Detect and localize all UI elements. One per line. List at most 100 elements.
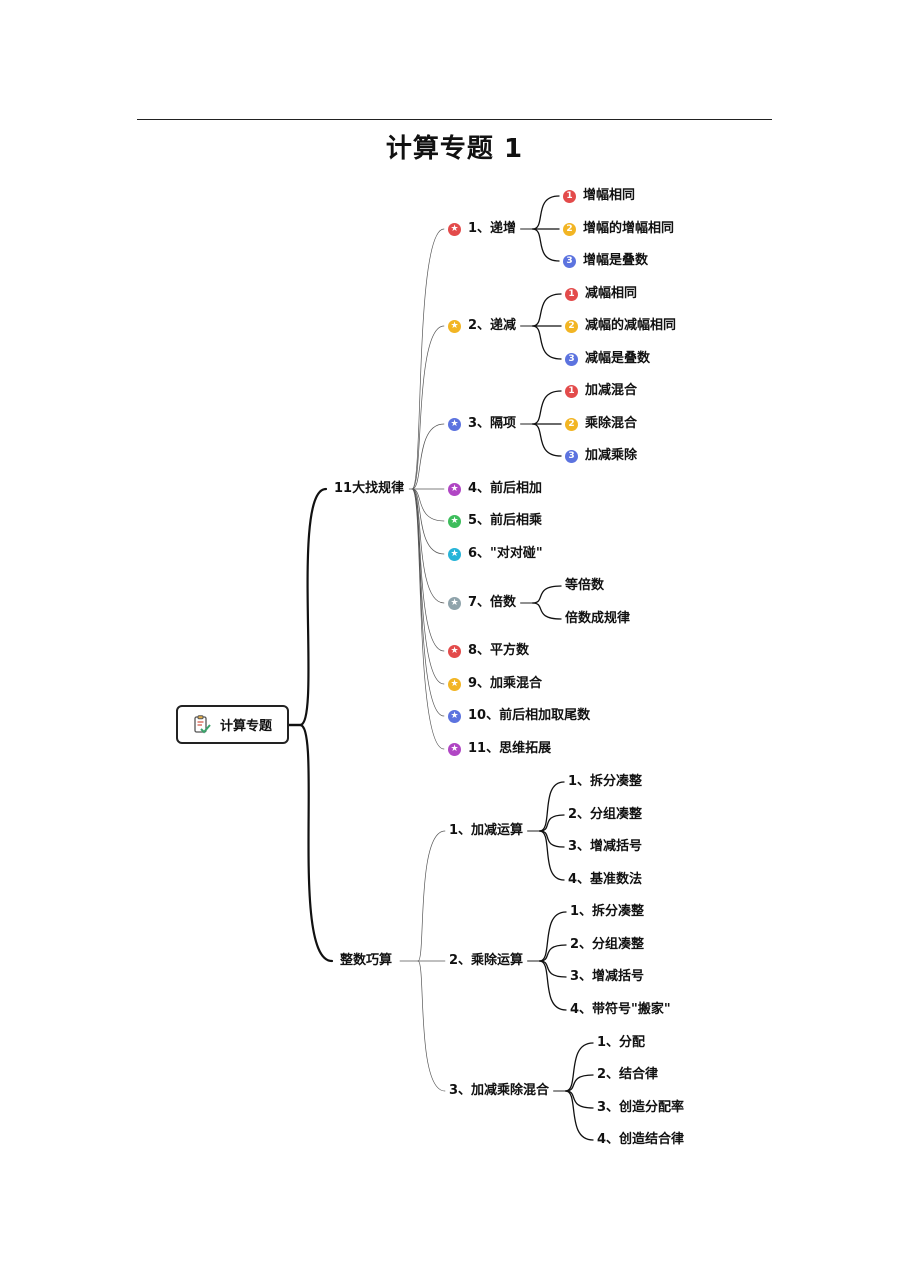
leaf-node[interactable]: 4、带符号"搬家" [570, 1002, 671, 1018]
connector-line [564, 1090, 594, 1141]
leaf-node[interactable]: 1、拆分凑整 [568, 774, 642, 790]
connector-line [564, 1074, 594, 1092]
node-label: 乘除混合 [585, 416, 638, 431]
node-label: 等倍数 [565, 578, 605, 593]
star-icon: ★ [448, 596, 461, 610]
node-label: 10、前后相加取尾数 [468, 708, 591, 723]
node-label: 减幅相同 [585, 286, 638, 301]
connector-line [531, 585, 562, 604]
connector-line [417, 830, 446, 962]
node-label: 3、创造分配率 [597, 1100, 685, 1115]
connector-line [411, 488, 445, 685]
node-label: 6、"对对碰" [468, 546, 543, 561]
star-icon: ★ [448, 514, 461, 528]
node-label: 1、加减运算 [449, 823, 524, 838]
node-label: 加减乘除 [585, 448, 638, 463]
connector-line [538, 814, 565, 832]
node-label: 4、基准数法 [568, 872, 643, 887]
node-label: 4、前后相加 [468, 481, 543, 496]
leaf-node[interactable]: 4、创造结合律 [597, 1132, 684, 1148]
subtopic-node[interactable]: ★ 1、递增 [448, 221, 516, 237]
connector-line [411, 488, 445, 522]
node-label: 增幅是叠数 [583, 253, 649, 268]
subtopic-node[interactable]: 1、加减运算 [449, 823, 523, 839]
leaf-node[interactable]: 2、分组凑整 [568, 807, 642, 823]
clipboard-check-icon [193, 714, 211, 735]
subtopic-node[interactable]: 3、加减乘除混合 [449, 1083, 549, 1099]
subtopic-node[interactable]: ★9、加乘混合 [448, 676, 542, 692]
subtopic-node[interactable]: ★3、隔项 [448, 416, 516, 432]
connector-line [287, 723, 334, 963]
leaf-node[interactable]: 2 乘除混合 [565, 416, 637, 432]
node-label: 2、结合律 [597, 1067, 659, 1082]
number-1-icon: 1 [565, 384, 578, 398]
subtopic-node[interactable]: ★10、前后相加取尾数 [448, 708, 590, 724]
connector-line [417, 960, 446, 1092]
number-2-icon: 2 [565, 417, 578, 431]
subtopic-node[interactable]: 2、乘除运算 [449, 953, 523, 969]
leaf-node[interactable]: 倍数成规律 [565, 611, 630, 627]
connector-line [538, 830, 565, 881]
node-label: 加减混合 [585, 383, 638, 398]
number-3-icon: 3 [563, 254, 576, 268]
leaf-node[interactable]: 1、分配 [597, 1035, 645, 1051]
connector-line [531, 423, 562, 457]
node-label: 7、倍数 [468, 595, 517, 610]
leaf-node[interactable]: 1 加减混合 [565, 383, 637, 399]
leaf-node[interactable]: 等倍数 [565, 578, 604, 594]
star-icon: ★ [448, 319, 461, 333]
connector-line [531, 293, 562, 327]
subtopic-node[interactable]: ★ 6、"对对碰" [448, 546, 543, 562]
number-1-icon: 1 [565, 287, 578, 301]
leaf-node[interactable]: 3 加减乘除 [565, 448, 637, 464]
star-icon: ★ [448, 482, 461, 496]
connector-line [538, 781, 565, 832]
root-node[interactable]: 计算专题 [176, 705, 289, 744]
node-label: 1、分配 [597, 1035, 646, 1050]
node-label: 1、拆分凑整 [568, 774, 643, 789]
connector-line [531, 390, 562, 425]
star-icon: ★ [448, 547, 461, 561]
star-icon: ★ [448, 644, 461, 658]
number-3-icon: 3 [565, 449, 578, 463]
node-label: 3、隔项 [468, 416, 517, 431]
leaf-node[interactable]: 4、基准数法 [568, 872, 642, 888]
leaf-node[interactable]: 3、增减括号 [568, 839, 642, 855]
leaf-node[interactable]: 2、分组凑整 [570, 937, 644, 953]
leaf-node[interactable]: 3、增减括号 [570, 969, 644, 985]
subtopic-node[interactable]: ★ 2、递减 [448, 318, 516, 334]
branch-node[interactable]: 整数巧算 [340, 953, 392, 969]
leaf-node[interactable]: 3、创造分配率 [597, 1100, 684, 1116]
node-label: 倍数成规律 [565, 611, 631, 626]
node-label: 2、递减 [468, 318, 517, 333]
node-label: 11大找规律 [334, 481, 405, 496]
node-label: 4、创造结合律 [597, 1132, 685, 1147]
node-label: 4、带符号"搬家" [570, 1002, 671, 1017]
subtopic-node[interactable]: ★11、思维拓展 [448, 741, 551, 757]
subtopic-node[interactable]: ★ 4、前后相加 [448, 481, 542, 497]
leaf-node[interactable]: 1 增幅相同 [563, 188, 635, 204]
branch-node[interactable]: 11大找规律 [334, 481, 404, 497]
connector-line [531, 325, 562, 360]
leaf-node[interactable]: 1、拆分凑整 [570, 904, 644, 920]
leaf-node[interactable]: 1 减幅相同 [565, 286, 637, 302]
star-icon: ★ [448, 222, 461, 236]
node-label: 整数巧算 [340, 953, 393, 968]
leaf-node[interactable]: 2、结合律 [597, 1067, 658, 1083]
connector-line [531, 195, 560, 230]
connector-line [531, 228, 560, 262]
node-label: 1、递增 [468, 221, 517, 236]
connector-line [411, 228, 445, 490]
number-1-icon: 1 [563, 189, 576, 203]
subtopic-node[interactable]: ★8、平方数 [448, 643, 529, 659]
node-label: 增幅相同 [583, 188, 636, 203]
subtopic-node[interactable]: ★ 7、倍数 [448, 595, 516, 611]
node-label: 9、加乘混合 [468, 676, 543, 691]
subtopic-node[interactable]: ★5、前后相乘 [448, 513, 542, 529]
leaf-node[interactable]: 3 增幅是叠数 [563, 253, 648, 269]
